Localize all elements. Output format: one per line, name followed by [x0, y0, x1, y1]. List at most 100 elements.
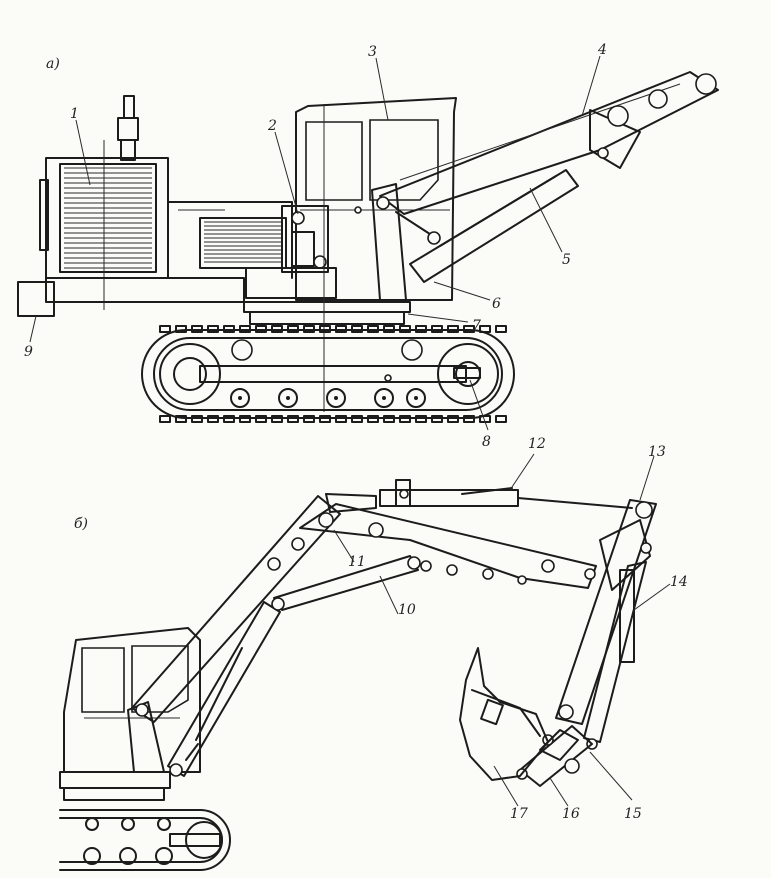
road-wheel: [85, 817, 99, 831]
callout-15: 15: [624, 806, 642, 822]
view-b-label: б): [74, 516, 88, 532]
callout-14: 14: [670, 574, 688, 590]
road-wheel: [278, 388, 298, 408]
track-shoe: [271, 325, 283, 333]
slewing-mechanism: [245, 205, 337, 299]
track-shoe: [431, 325, 443, 333]
callout-3: 3: [368, 44, 377, 60]
track-shoe: [271, 415, 283, 423]
road-wheel: [83, 847, 101, 865]
track-shoe: [415, 325, 427, 333]
track-shoe: [383, 415, 395, 423]
track-shoe: [367, 415, 379, 423]
track-shoe: [255, 415, 267, 423]
road-wheel: [374, 388, 394, 408]
leaders-a: [29, 55, 601, 431]
road-wheel-hub: [334, 396, 338, 400]
crawler-track-b: [59, 771, 231, 871]
view-b: б): [59, 436, 688, 871]
track-shoe: [495, 325, 507, 333]
road-wheel: [121, 817, 135, 831]
callout-5: 5: [562, 252, 571, 268]
track-shoe: [223, 325, 235, 333]
track-shoe: [159, 415, 171, 423]
track-shoe: [239, 325, 251, 333]
track-shoe: [431, 415, 443, 423]
track-shoe: [335, 325, 347, 333]
operator-cab: [295, 97, 457, 301]
road-wheel-hub: [382, 396, 386, 400]
road-wheel: [119, 847, 137, 865]
track-shoe: [175, 325, 187, 333]
track-shoe: [415, 415, 427, 423]
track-shoe: [383, 325, 395, 333]
bucket: [459, 647, 549, 781]
leaders-b: [333, 453, 671, 807]
track-shoe: [479, 325, 491, 333]
slewing-ring: [243, 104, 411, 412]
track-shoe: [303, 415, 315, 423]
road-wheel-hub: [238, 396, 242, 400]
road-wheel: [155, 847, 173, 865]
road-wheel: [326, 388, 346, 408]
track-shoe: [319, 415, 331, 423]
track-shoe: [447, 415, 459, 423]
track-shoe: [351, 325, 363, 333]
bucket-cylinder: [583, 561, 647, 750]
boom-b: [131, 495, 597, 723]
track-shoe: [175, 415, 187, 423]
callout-8: 8: [482, 434, 491, 450]
road-wheel-hub: [286, 396, 290, 400]
track-shoe: [191, 325, 203, 333]
road-wheel: [406, 388, 426, 408]
track-shoe: [207, 415, 219, 423]
callout-10: 10: [398, 602, 416, 618]
track-shoe: [319, 325, 331, 333]
callout-11: 11: [348, 554, 366, 570]
road-wheel-hub: [414, 396, 418, 400]
track-shoe: [463, 325, 475, 333]
dipper-arm: [555, 499, 657, 725]
boom-cylinder: [395, 169, 579, 283]
counterweight: [17, 281, 55, 317]
bucket-linkage: [516, 725, 593, 787]
track-shoe: [287, 325, 299, 333]
dipper-cylinder: [325, 479, 633, 513]
callout-6: 6: [492, 296, 501, 312]
boom-post: [371, 183, 407, 301]
callout-13: 13: [648, 444, 666, 460]
track-shoe: [367, 325, 379, 333]
track-shoe: [303, 325, 315, 333]
callout-16: 16: [562, 806, 580, 822]
callout-2: 2: [267, 118, 277, 134]
track-shoe: [287, 415, 299, 423]
road-wheel: [157, 817, 171, 831]
crawler-track: [141, 325, 515, 423]
track-shoe: [191, 415, 203, 423]
callout-4: 4: [597, 42, 607, 58]
boom-cylinder-b: [167, 557, 281, 777]
track-shoe: [495, 415, 507, 423]
track-shoe: [223, 415, 235, 423]
track-shoe: [399, 325, 411, 333]
track-shoe: [447, 325, 459, 333]
track-shoe: [159, 325, 171, 333]
callout-9: 9: [24, 344, 33, 360]
callout-12: 12: [528, 436, 546, 452]
track-shoe: [351, 415, 363, 423]
view-a-label: а): [46, 56, 60, 72]
callout-1: 1: [70, 106, 79, 122]
callout-17: 17: [510, 806, 528, 822]
link-rod: [271, 555, 421, 611]
boom: [376, 71, 719, 215]
track-shoe: [207, 325, 219, 333]
exhaust-stack: [117, 95, 139, 161]
callout-7: 7: [472, 318, 481, 334]
track-shoe: [335, 415, 347, 423]
track-shoe: [463, 415, 475, 423]
road-wheel: [230, 388, 250, 408]
track-shoe: [239, 415, 251, 423]
track-shoe: [399, 415, 411, 423]
view-a: а): [17, 42, 719, 450]
